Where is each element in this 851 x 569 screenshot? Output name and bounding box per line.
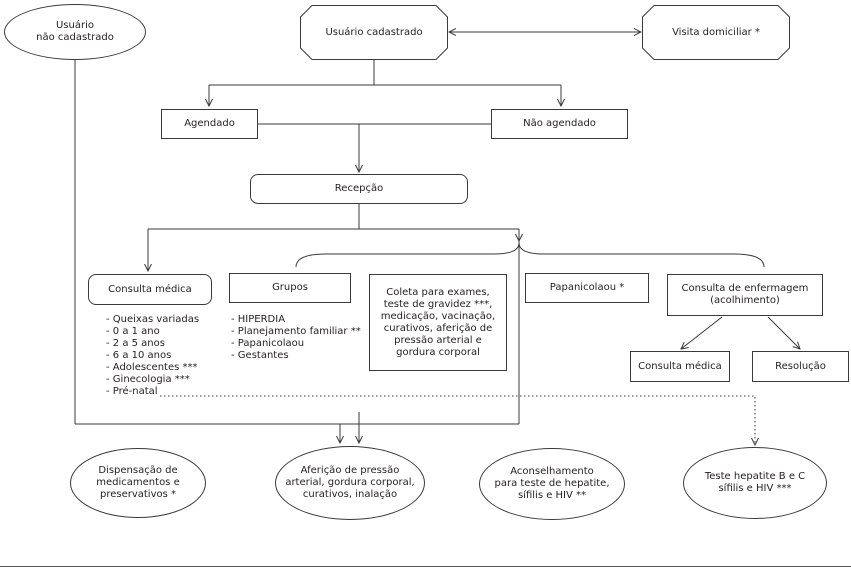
usuario-cadastrado-label: Usuário cadastrado: [325, 26, 423, 38]
usuario-nao-cadastrado-node: Usuário não cadastrado: [4, 4, 146, 60]
list-item: - 2 a 5 anos: [106, 338, 165, 349]
agendado-label: Agendado: [184, 118, 235, 129]
list-item: - Pré-natal: [106, 386, 158, 397]
dispensacao-label: Dispensação de medicamentos e preservati…: [96, 465, 180, 500]
consulta-medica-2-node: Consulta médica: [630, 351, 730, 382]
arrow-to-resolucao: [767, 316, 800, 349]
nao-agendado-node: Não agendado: [491, 109, 628, 139]
list-item: - Queixas variadas: [106, 314, 200, 325]
list-item: - Ginecologia ***: [106, 374, 190, 385]
visita-domiciliar-node: Visita domiciliar *: [642, 5, 790, 60]
nao-agendado-label: Não agendado: [523, 118, 596, 129]
resolucao-node: Resolução: [752, 351, 849, 382]
visita-domiciliar-label: Visita domiciliar *: [672, 26, 760, 38]
agendado-node: Agendado: [161, 109, 258, 139]
coleta-label: Coleta para exames, teste de gravidez **…: [380, 286, 496, 358]
list-item: - 6 a 10 anos: [106, 350, 172, 361]
list-item: - 0 a 1 ano: [106, 326, 160, 337]
consulta-medica-label: Consulta médica: [108, 283, 192, 295]
recepcao-label: Recepção: [334, 183, 384, 194]
consulta-enfermagem-label: Consulta de enfermagem (acolhimento): [681, 283, 809, 306]
list-item: - Papanicolaou: [231, 338, 305, 349]
grupos-list: - HIPERDIA - Planejamento familiar ** - …: [231, 314, 361, 362]
consulta-medica-node: Consulta médica: [88, 274, 212, 305]
afericao-node: Aferição de pressão arterial, gordura co…: [275, 446, 425, 520]
list-item: - HIPERDIA: [231, 314, 286, 325]
papanicolaou-node: Papanicolaou *: [525, 273, 649, 303]
consulta-medica-list: - Queixas variadas - 0 a 1 ano - 2 a 5 a…: [106, 314, 199, 398]
teste-hepatite-node: Teste hepatite B e C sífilis e HIV ***: [683, 447, 827, 519]
arrow-to-consulta-medica-2: [681, 316, 723, 349]
coleta-node: Coleta para exames, teste de gravidez **…: [369, 274, 507, 371]
teste-hepatite-label: Teste hepatite B e C sífilis e HIV ***: [704, 471, 806, 494]
usuario-nao-cadastrado-label: Usuário não cadastrado: [36, 20, 114, 43]
consulta-enfermagem-node: Consulta de enfermagem (acolhimento): [667, 274, 823, 316]
list-item: - Planejamento familiar **: [231, 326, 361, 337]
afericao-label: Aferição de pressão arterial, gordura co…: [285, 465, 415, 500]
grupos-node: Grupos: [229, 273, 351, 303]
usuario-cadastrado-node: Usuário cadastrado: [300, 5, 448, 60]
dotted-prenatal-link: [160, 395, 755, 445]
consulta-medica-2-label: Consulta médica: [638, 360, 722, 372]
dispensacao-node: Dispensação de medicamentos e preservati…: [70, 448, 206, 518]
grupos-label: Grupos: [272, 282, 308, 293]
papanicolaou-label: Papanicolaou *: [549, 282, 625, 293]
list-item: - Adolescentes ***: [106, 362, 198, 373]
aconselhamento-node: Aconselhamento para teste de hepatite, s…: [479, 448, 625, 520]
list-item: - Gestantes: [231, 350, 289, 361]
bottom-rule: [0, 566, 851, 567]
aconselhamento-label: Aconselhamento para teste de hepatite, s…: [494, 466, 610, 501]
resolucao-label: Resolução: [775, 360, 826, 372]
recepcao-node: Recepção: [250, 174, 468, 204]
options-brace: [295, 242, 765, 268]
